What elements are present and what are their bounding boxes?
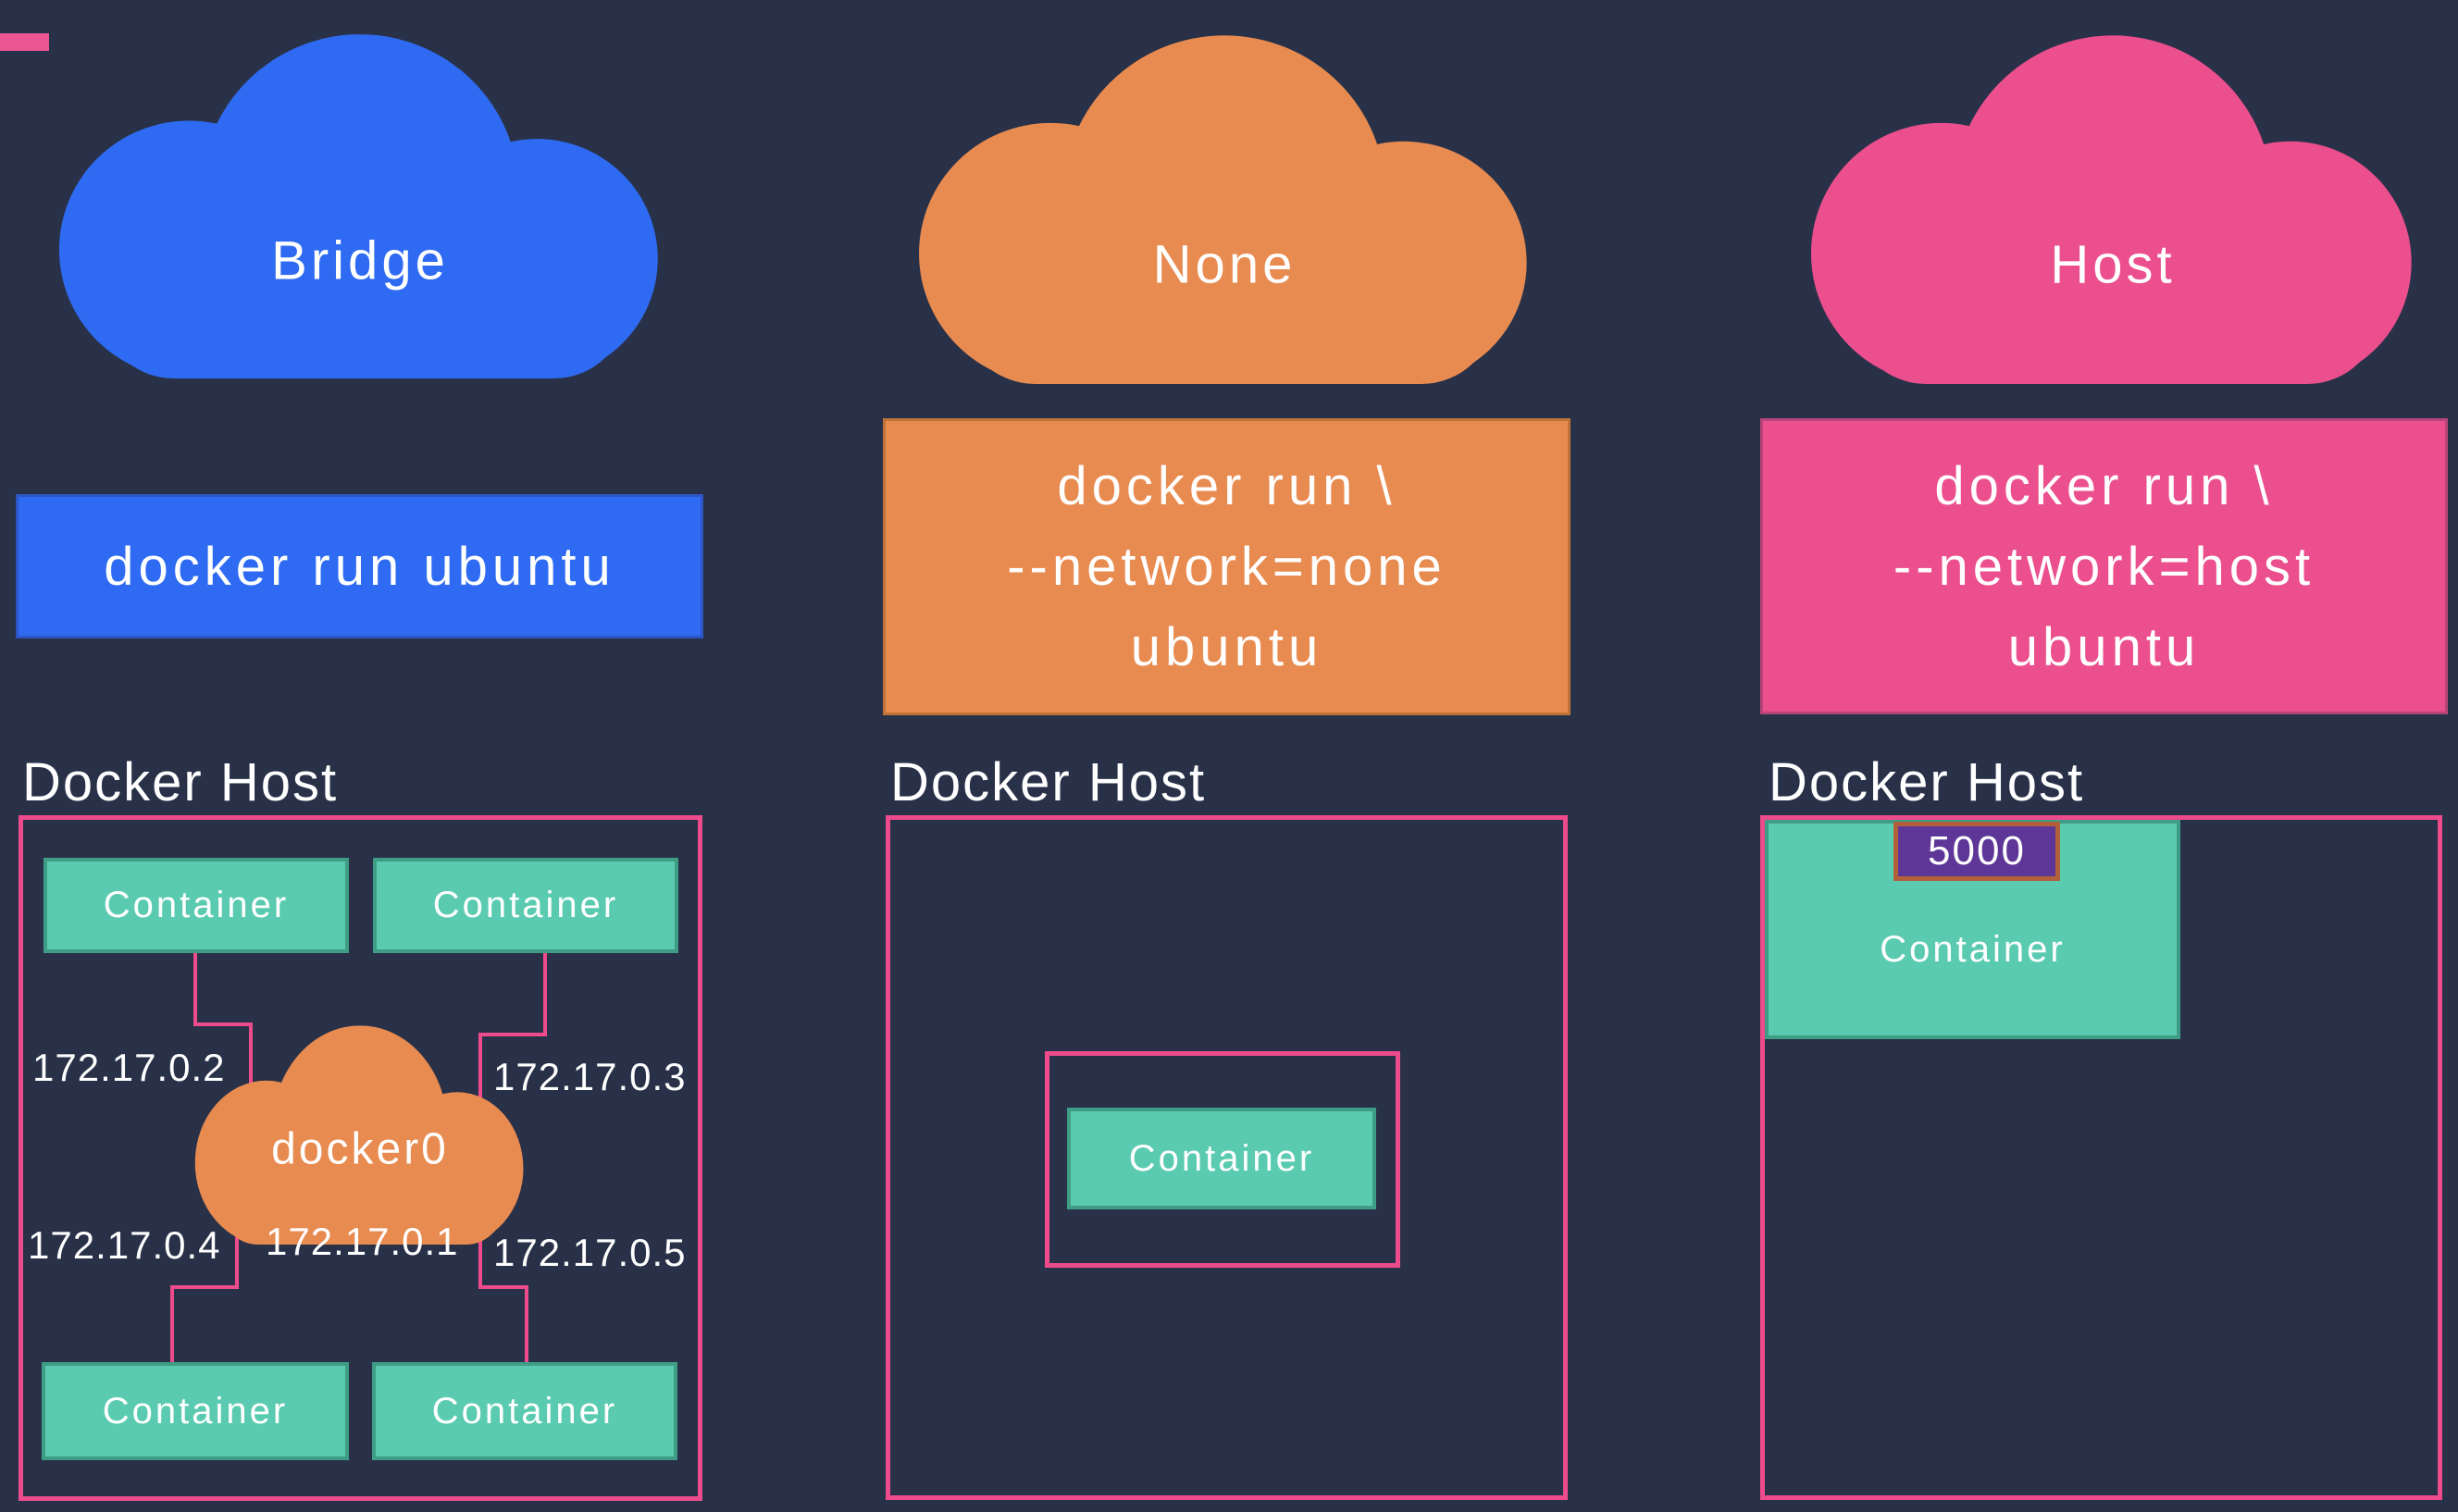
container-label: Container: [432, 885, 619, 925]
connector-bottom-left-h: [170, 1285, 239, 1289]
container-label: Container: [102, 1390, 289, 1431]
container-label: Container: [1128, 1137, 1315, 1179]
connector-bottom-right-h: [478, 1285, 528, 1289]
ip-label-bottom-right: 172.17.0.5: [493, 1231, 687, 1274]
ip-label-top-right: 172.17.0.3: [493, 1055, 687, 1098]
connector-top-right-v2: [478, 1033, 482, 1114]
connector-bottom-right-v1: [478, 1206, 482, 1289]
none-command-text: docker run \ --network=none ubuntu: [1007, 446, 1446, 688]
connector-top-left-v2: [249, 1022, 253, 1097]
none-docker-host-label: Docker Host: [890, 752, 1207, 812]
bridge-container-1: Container: [43, 858, 349, 953]
command-line: docker run \: [1057, 456, 1397, 516]
command-line: ubuntu: [2007, 616, 2201, 677]
ip-label-top-left: 172.17.0.2: [32, 1046, 226, 1089]
cloud-shape-icon: [919, 35, 1527, 384]
bridge-cloud-label: Bridge: [271, 230, 449, 291]
bridge-container-4: Container: [372, 1362, 677, 1460]
none-cloud-label: None: [1152, 234, 1297, 295]
connector-top-right-v1: [543, 953, 547, 1036]
bridge-cloud-icon: Bridge: [55, 22, 665, 378]
container-label: Container: [103, 885, 290, 925]
connector-bottom-left-v1: [235, 1206, 239, 1289]
none-command-box: docker run \ --network=none ubuntu: [883, 418, 1570, 715]
bridge-docker-host-label: Docker Host: [22, 752, 339, 812]
port-number: 5000: [1928, 828, 2026, 874]
connector-top-left-v1: [193, 953, 197, 1025]
none-container: Container: [1067, 1108, 1376, 1209]
container-label: Container: [431, 1390, 618, 1431]
connector-bottom-right-v2: [525, 1285, 528, 1365]
host-container: Container: [1765, 820, 2180, 1039]
bridge-container-3: Container: [42, 1362, 349, 1460]
ip-label-gateway: 172.17.0.1: [266, 1220, 459, 1263]
docker0-bridge-cloud-icon: docker0: [192, 1018, 528, 1245]
bridge-container-2: Container: [373, 858, 678, 953]
host-cloud-icon: Host: [1806, 23, 2419, 384]
connector-top-right-h: [478, 1033, 547, 1036]
cloud-shape-icon: [194, 1025, 524, 1245]
bridge-command-box: docker run ubuntu: [16, 494, 703, 638]
host-docker-host-label: Docker Host: [1769, 752, 2085, 812]
host-command-box: docker run \ --network=host ubuntu: [1760, 418, 2448, 714]
none-isolation-box: [1045, 1051, 1400, 1268]
host-command-text: docker run \ --network=host ubuntu: [1893, 446, 2315, 688]
command-line: --network=none: [1007, 537, 1446, 597]
connector-top-left-h: [193, 1022, 253, 1026]
bridge-command-text: docker run ubuntu: [104, 536, 615, 597]
host-docker-host-box: [1760, 815, 2442, 1500]
cloud-shape-icon: [58, 34, 658, 378]
accent-bar: [0, 33, 49, 51]
host-port-badge: 5000: [1893, 822, 2060, 881]
docker0-label: docker0: [271, 1124, 449, 1174]
command-line: --network=host: [1893, 536, 2315, 597]
command-line: docker run \: [1934, 455, 2274, 516]
none-docker-host-box: [886, 815, 1568, 1500]
cloud-shape-icon: [1810, 35, 2412, 384]
ip-label-bottom-left: 172.17.0.4: [28, 1223, 221, 1267]
none-cloud-icon: None: [914, 23, 1534, 384]
command-line: ubuntu: [1130, 617, 1323, 677]
host-cloud-label: Host: [2050, 234, 2176, 295]
bridge-docker-host-box: [19, 815, 702, 1501]
container-label: Container: [1880, 929, 2066, 970]
connector-bottom-left-v2: [170, 1285, 174, 1365]
